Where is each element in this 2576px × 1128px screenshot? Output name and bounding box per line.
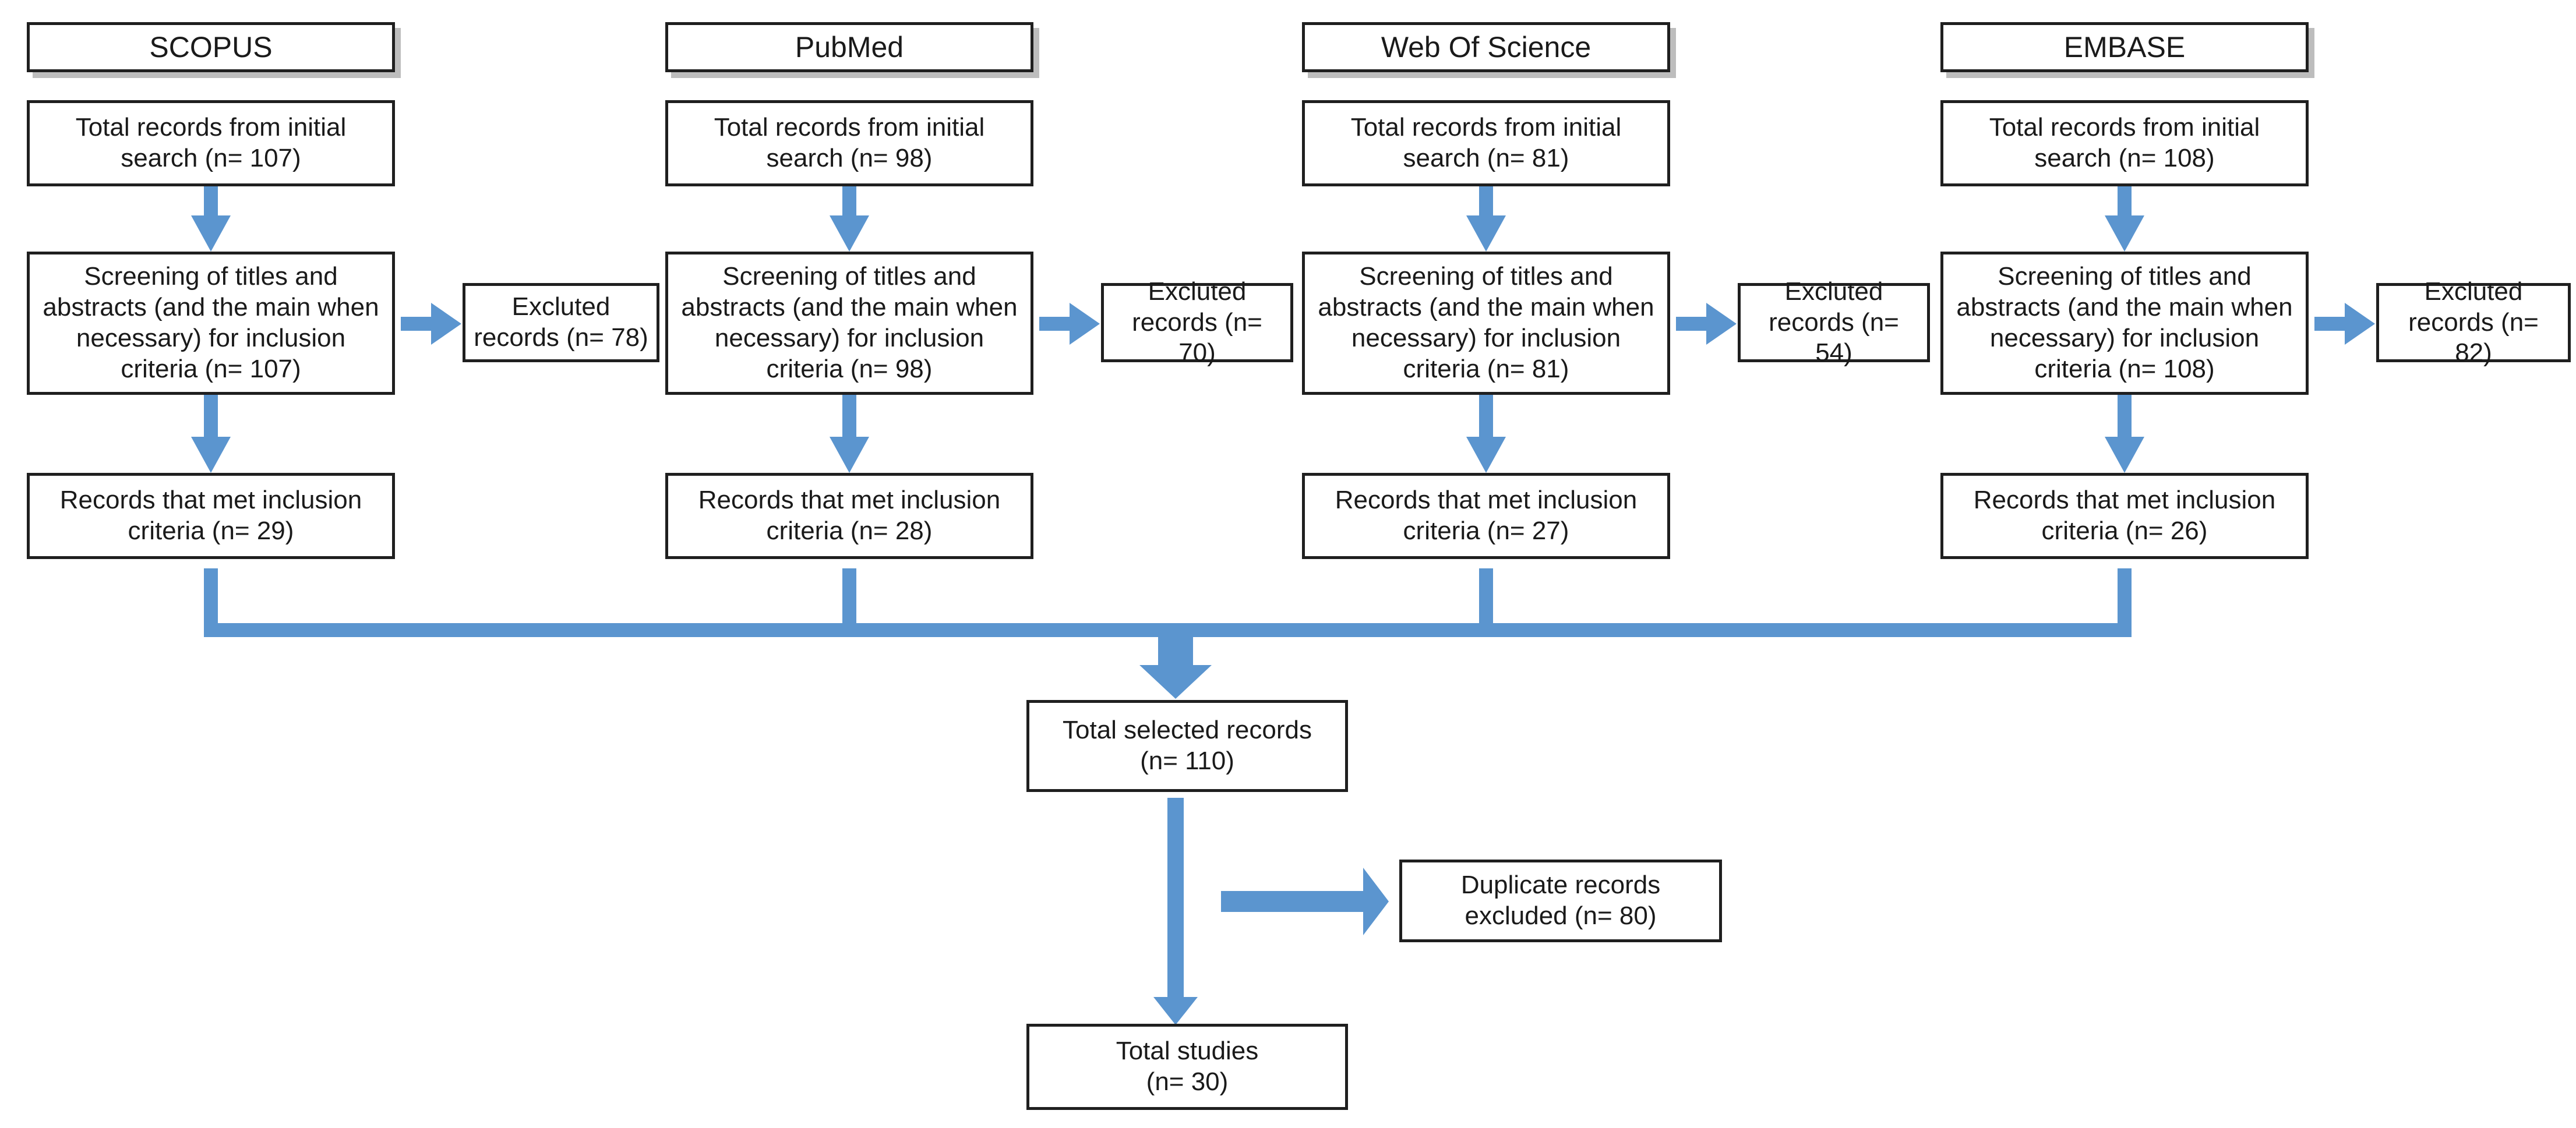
down-arrow xyxy=(830,186,869,252)
screening-box-pubmed: Screening of titles and abstracts (and t… xyxy=(665,252,1033,395)
initial-search-box-web-of-science: Total records from initial search (n= 81… xyxy=(1302,100,1670,186)
excluded-box-embase: Excluted records (n= 82) xyxy=(2376,277,2571,367)
merge-down-arrow xyxy=(1139,637,1212,699)
database-header-scopus: SCOPUS xyxy=(27,22,395,72)
right-arrow-to-duplicates xyxy=(1221,868,1389,935)
pubmed-arrows xyxy=(830,186,1100,473)
down-arrow-to-total-studies xyxy=(1153,798,1198,1025)
database-header-embase: EMBASE xyxy=(1940,22,2309,72)
met-criteria-box-web-of-science: Records that met inclusion criteria (n= … xyxy=(1302,473,1670,559)
met-criteria-box-pubmed: Records that met inclusion criteria (n= … xyxy=(665,473,1033,559)
initial-search-box-scopus: Total records from initial search (n= 10… xyxy=(27,100,395,186)
merge-drop-4 xyxy=(2118,568,2132,631)
total-selected-box: Total selected records (n= 110) xyxy=(1026,700,1348,792)
right-arrow xyxy=(1676,303,1737,345)
total-studies-box: Total studies (n= 30) xyxy=(1026,1024,1348,1110)
merge-connector xyxy=(204,568,2132,699)
down-arrow xyxy=(1466,186,1506,252)
down-arrow xyxy=(830,395,869,473)
down-arrow xyxy=(191,186,231,252)
excluded-box-scopus: Excluted records (n= 78) xyxy=(463,283,659,362)
embase-arrows xyxy=(2105,186,2375,473)
down-arrow xyxy=(2105,395,2144,473)
screening-box-scopus: Screening of titles and abstracts (and t… xyxy=(27,252,395,395)
down-arrow xyxy=(1466,395,1506,473)
wos-arrows xyxy=(1466,186,1737,473)
database-header-web-of-science: Web Of Science xyxy=(1302,22,1670,72)
initial-search-box-pubmed: Total records from initial search (n= 98… xyxy=(665,100,1033,186)
duplicates-excluded-box: Duplicate records excluded (n= 80) xyxy=(1399,860,1722,942)
merge-drop-2 xyxy=(842,568,856,631)
down-arrow xyxy=(2105,186,2144,252)
merge-drop-3 xyxy=(1479,568,1493,631)
excluded-box-web-of-science: Excluted records (n= 54) xyxy=(1738,277,1930,367)
scopus-arrows xyxy=(191,186,461,473)
screening-box-embase: Screening of titles and abstracts (and t… xyxy=(1940,252,2309,395)
initial-search-box-embase: Total records from initial search (n= 10… xyxy=(1940,100,2309,186)
excluded-box-pubmed: Excluted records (n= 70) xyxy=(1101,277,1293,367)
merge-drop-1 xyxy=(204,568,218,631)
merge-bar xyxy=(204,623,2132,637)
met-criteria-box-scopus: Records that met inclusion criteria (n= … xyxy=(27,473,395,559)
right-arrow xyxy=(401,303,461,345)
screening-box-web-of-science: Screening of titles and abstracts (and t… xyxy=(1302,252,1670,395)
down-arrow xyxy=(191,395,231,473)
right-arrow xyxy=(1039,303,1100,345)
met-criteria-box-embase: Records that met inclusion criteria (n= … xyxy=(1940,473,2309,559)
right-arrow xyxy=(2314,303,2375,345)
database-header-pubmed: PubMed xyxy=(665,22,1033,72)
